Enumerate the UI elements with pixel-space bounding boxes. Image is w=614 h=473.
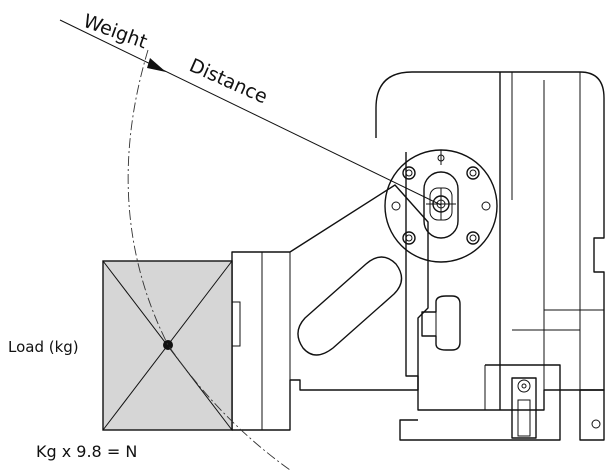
center-of-mass-marker: [163, 340, 173, 350]
distance-label: Distance: [186, 54, 271, 108]
load-label: Load (kg): [8, 338, 79, 356]
motor-housing: [375, 71, 605, 441]
formula-label: Kg x 9.8 = N: [36, 442, 137, 461]
rotary-flange: [384, 149, 498, 263]
distance-line: [59, 19, 442, 206]
load-box: [102, 260, 233, 431]
swing-arc: [127, 49, 291, 471]
weight-arrow-head: [147, 58, 166, 72]
mounting-bracket: [231, 184, 461, 431]
